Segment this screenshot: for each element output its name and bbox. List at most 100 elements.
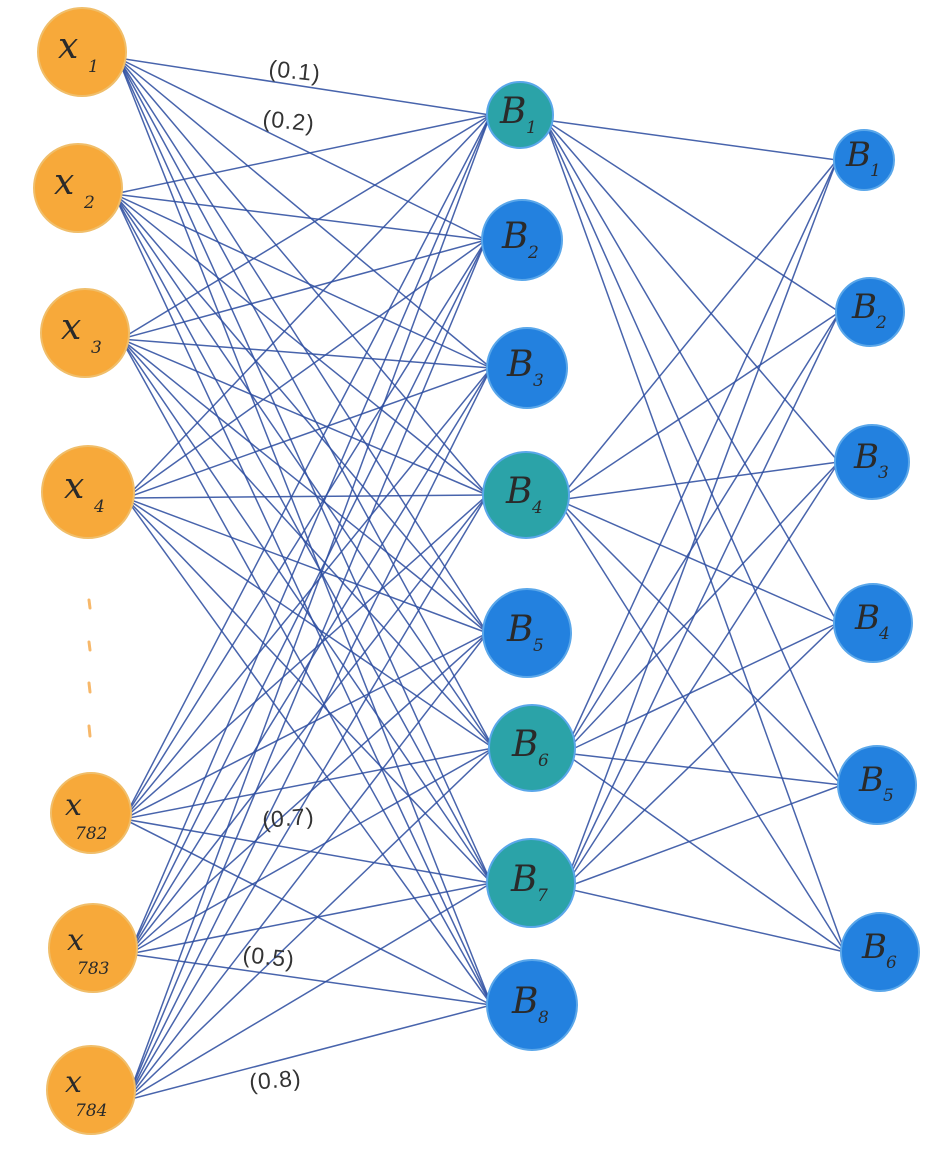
weight-labels: (0.1)(0.2)(0.7)(0.5)(0.8) [241,55,322,1095]
output-node-b4-label: B [854,598,880,638]
output-node-b2-circle [835,277,905,347]
input-hidden-edge [113,193,487,241]
input-hidden-edge [113,193,488,634]
weight-label: (0.7) [261,803,315,833]
ellipsis-dot [87,640,92,652]
hidden-node-b7-label: B [510,859,537,900]
output-node-b4-circle [833,583,913,663]
input-hidden-edge [125,114,491,499]
input-hidden-edge [125,497,492,884]
input-hidden-edge [117,57,494,749]
hidden-output-edge [563,159,838,889]
hidden-output-edge [563,784,843,889]
input-node-x784-circle [46,1045,136,1135]
input-hidden-edge [123,818,492,884]
hidden-output-edge [563,461,840,754]
input-hidden-edge [117,57,491,116]
output-node-b6-circle [840,912,920,992]
input-hidden-edge [126,882,492,1101]
hidden-output-edge [544,119,840,463]
hidden-output-edge [563,159,838,754]
hidden-node-b3-circle [486,327,568,409]
input-node-x782-label: x [65,788,82,823]
input-hidden-edge [123,114,491,820]
hidden-output-edge [563,461,840,889]
input-node-x783-label: x [67,923,84,958]
input-hidden-edge [113,193,492,369]
input-hidden-edge [125,367,492,499]
ellipsis-dot [87,681,92,694]
output-node-b5-subscript: 5 [883,786,894,806]
output-node-b5-label: B [858,760,884,800]
input-node-x2-circle [33,143,123,233]
ellipsis-dot [87,598,92,610]
input-node-x783-subscript: 783 [77,959,109,979]
hidden-node-b5-subscript: 5 [533,636,544,656]
input-node-x782-circle [50,772,132,854]
input-hidden-edge [113,193,488,496]
input-hidden-edge [117,57,488,496]
input-node-x1-label: x [58,26,78,67]
hidden-output-edge [564,752,842,786]
hidden-output-edge [557,311,840,501]
input-node-x1-subscript: 1 [88,57,99,77]
input-hidden-edge [121,338,492,369]
input-hidden-edge [126,367,492,1101]
hidden-output-edge [557,159,838,501]
input-hidden-edge [120,338,493,884]
input-hidden-edge [113,114,491,195]
hidden-output-edge [544,119,838,161]
input-ellipsis [87,598,92,738]
output-node-b4-subscript: 4 [878,624,890,644]
input-hidden-edge [117,57,493,1006]
input-node-x2-subscript: 2 [83,193,95,213]
hidden-node-b6-label: B [511,724,538,765]
hidden-node-b8-circle [486,959,578,1051]
hidden-output-edge [557,499,846,953]
weight-label: (0.1) [267,55,322,86]
hidden-node-b4-label: B [505,471,532,512]
input-hidden-edge [128,114,491,955]
hidden-node-b6-subscript: 6 [538,751,549,771]
input-hidden-edge [120,114,491,340]
input-hidden-edge [128,494,488,955]
input-hidden-edge [126,494,488,1101]
input-hidden-edge [120,239,487,340]
output-node-b6-subscript: 6 [886,953,897,973]
input-node-x2-label: x [54,162,74,203]
weight-label: (0.2) [261,105,316,136]
output-node-b3-circle [834,424,910,500]
hidden-node-b5-label: B [506,609,533,650]
input-hidden-edge [120,338,494,749]
hidden-node-b5-circle [482,588,572,678]
input-hidden-edge [123,632,488,820]
output-node-b2-subscript: 2 [875,313,887,333]
input-node-x3-label: x [61,307,81,348]
hidden-output-edge [563,311,841,889]
input-hidden-edge [123,367,492,820]
weight-label: (0.5) [241,941,296,972]
input-node-x782-subscript: 782 [75,824,107,844]
output-node-b3-label: B [853,437,879,477]
input-node-x3-subscript: 3 [91,338,102,358]
input-hidden-edge [126,114,492,1101]
hidden-node-b8-subscript: 8 [538,1008,549,1028]
hidden-output-edge [563,752,846,953]
input-node-x784-subscript: 784 [75,1101,107,1121]
